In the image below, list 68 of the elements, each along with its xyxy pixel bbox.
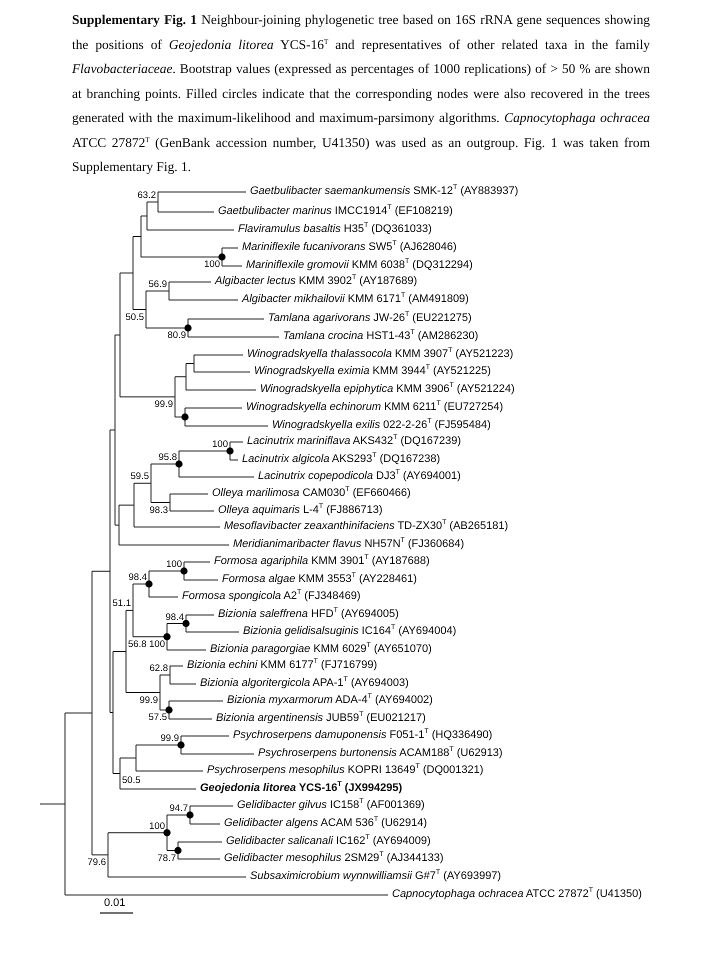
taxon-name: Algibacter lectus KMM 3902$^{T}$ (AY187689) (215, 275, 418, 288)
bootstrap-value: 51.1 (112, 598, 131, 610)
bootstrap-value: 100 (149, 820, 165, 832)
taxon-name: Tamlana agarivorans JW-26$^{T}$ (EU221275) (268, 312, 472, 325)
bootstrap-value: 50.5 (122, 774, 140, 786)
taxon-name: Bizionia echini KMM 6177$^{T}$ (FJ716799) (187, 659, 378, 672)
bootstrap-value: 99.9 (154, 398, 173, 410)
taxon-name: Formosa spongicola A2$^{T}$ (FJ348469) (182, 590, 361, 603)
bootstrap-value: 100 (204, 259, 220, 270)
taxon-name: Capnocytophaga ochracea ATCC 27872$^{T}$ (U41350) (392, 888, 642, 901)
taxon-name: Bizionia argentinensis JUB59$^{T}$ (EU021217) (216, 712, 426, 725)
taxon-name: Gelidibacter gilvus IC158$^{T}$ (AF001369) (237, 799, 425, 812)
taxon-name: Tamlana crocina HST1-43$^{T}$ (AM286230) (283, 330, 478, 343)
bootstrap-value: 79.6 (88, 856, 106, 868)
bootstrap-value: 100 (149, 638, 165, 650)
bootstrap-value: 99.9 (160, 733, 179, 744)
taxon-name: Flaviramulus basaltis H35$^{T}$ (DQ361033) (238, 223, 432, 236)
bootstrap-value: 80.9 (168, 330, 186, 341)
bootstrap-value: 94.7 (170, 803, 188, 814)
taxon-name: Mesoflavibacter zeaxanthinifaciens TD-ZX30$^{T}$ (AB265181) (224, 520, 508, 533)
taxon-name: Gelidibacter mesophilus 2SM29$^{T}$ (AJ344133) (224, 852, 444, 865)
taxon-name: Gelidibacter salicanali IC162$^{T}$ (AY694009) (226, 835, 431, 848)
taxon-name: Mariniflexile gromovii KMM 6038$^{T}$ (DQ312294) (246, 259, 473, 272)
taxon-name: Psychroserpens burtonensis ACAM188$^{T}$ (U62913) (258, 747, 503, 760)
taxon-name: Winogradskyella exilis 022-2-26$^{T}$ (FJ595484) (272, 419, 491, 432)
taxon-name: Winogradskyella thalassocola KMM 3907$^{T}$ (AY521223) (247, 348, 514, 361)
bootstrap-value: 56.8 (128, 639, 146, 650)
taxon-name: Formosa algae KMM 3553$^{T}$ (AY228461) (222, 573, 417, 586)
taxon-name: Lacinutrix mariniflava AKS432$^{T}$ (DQ167239) (247, 435, 462, 448)
taxon-name: Winogradskyella eximia KMM 3944$^{T}$ (AY521225) (254, 365, 491, 378)
bootstrap-value: 50.5 (126, 312, 144, 322)
taxon-name: Lacinutrix copepodicola DJ3$^{T}$ (AY694001) (258, 470, 461, 483)
taxon-name: Bizionia algoritergicola APA-1$^{T}$ (AY694003) (200, 677, 409, 690)
scale-value: 0.01 (104, 897, 126, 910)
taxon-name: Bizionia paragorgiae KMM 6029$^{T}$ (AY651070) (210, 643, 432, 656)
taxon-name: Meridianimaribacter flavus NH57N$^{T}$ (FJ360684) (233, 538, 464, 551)
taxon-name: Geojedonia litorea YCS-16$^{T}$ (JX994295) (200, 782, 402, 795)
bootstrap-value: 62.8 (150, 663, 168, 674)
figure-caption: Supplementary Fig. 1 Neighbour-joining phylogenetic tree based on 16S rRNA gene sequences showing the positions of Geojedonia litorea YCS-16$^{T}$ and representatives of other related taxa in the family Flavobacteriaceae. Bootstrap values (expressed as percentages of 1000 replications) of > 50 % are shown at branching points. Filled circles indicate that the corresponding nodes were also recovered in the trees generated with the maximum-likelihood and maximum-parsimony algorithms. Capnocytophaga ochracea ATCC 27872$^{T}$ (GenBank accession number, U41350) was used as an outgroup. Fig. 1 was taken from Supplementary Fig. 1. (72, 11, 650, 176)
taxon-name: Bizionia myxarmorum ADA-4$^{T}$ (AY694002) (227, 694, 433, 707)
bootstrap-value: 63.2 (138, 190, 156, 201)
bootstrap-value: 59.5 (130, 471, 149, 482)
taxon-name: Gaetbulibacter saemankumensis SMK-12$^{T}$ (AY883937) (250, 185, 518, 198)
bootstrap-value: 57.5 (148, 712, 167, 723)
taxon-name: Formosa agariphila KMM 3901$^{T}$ (AY187688) (214, 555, 430, 568)
taxon-name: Lacinutrix algicola AKS293$^{T}$ (DQ167238) (242, 453, 440, 466)
taxon-name: Winogradskyella epiphytica KMM 3906$^{T}$ (AY521224) (260, 383, 515, 396)
taxon-name: Winogradskyella echinorum KMM 6211$^{T}$ (EU727254) (246, 401, 504, 414)
bootstrap-value: 98.3 (150, 504, 168, 516)
taxon-name: Algibacter mikhailovii KMM 6171$^{T}$ (AM491809) (242, 293, 469, 306)
taxon-name: Olleya marilimosa CAM030$^{T}$ (EF660466) (212, 487, 411, 500)
bootstrap-value: 95.8 (158, 452, 177, 463)
bootstrap-value: 98.4 (166, 612, 184, 622)
taxon-name: Gaetbulibacter marinus IMCC1914$^{T}$ (EF108219) (218, 205, 453, 218)
taxon-name: Bizionia gelidisalsuginis IC164$^{T}$ (AY694004) (243, 625, 456, 638)
bootstrap-value: 99.9 (140, 694, 158, 706)
bootstrap-value: 56.9 (148, 279, 167, 290)
bootstrap-value: 98.4 (128, 572, 147, 583)
bootstrap-value: 100 (212, 439, 228, 450)
taxon-name: Gelidibacter algens ACAM 536$^{T}$ (U62914) (224, 817, 428, 830)
taxon-name: Psychroserpens mesophilus KOPRI 13649$^{T}$ (DQ001321) (207, 764, 484, 777)
taxon-name: Mariniflexile fucanivorans SW5$^{T}$ (AJ628046) (242, 241, 457, 254)
taxon-name: Bizionia saleffrena HFD$^{T}$ (AY694005) (218, 608, 399, 621)
taxon-name: Olleya aquimaris L-4$^{T}$ (FJ886713) (218, 504, 382, 517)
taxon-name: Subsaximicrobium wynnwilliamsii G#7$^{T}$ (AY693997) (250, 870, 502, 883)
bootstrap-value: 78.7 (158, 852, 176, 864)
bootstrap-value: 100 (166, 559, 182, 570)
taxon-name: Psychroserpens damuponensis F051-1$^{T}$ (HQ336490) (233, 729, 492, 742)
